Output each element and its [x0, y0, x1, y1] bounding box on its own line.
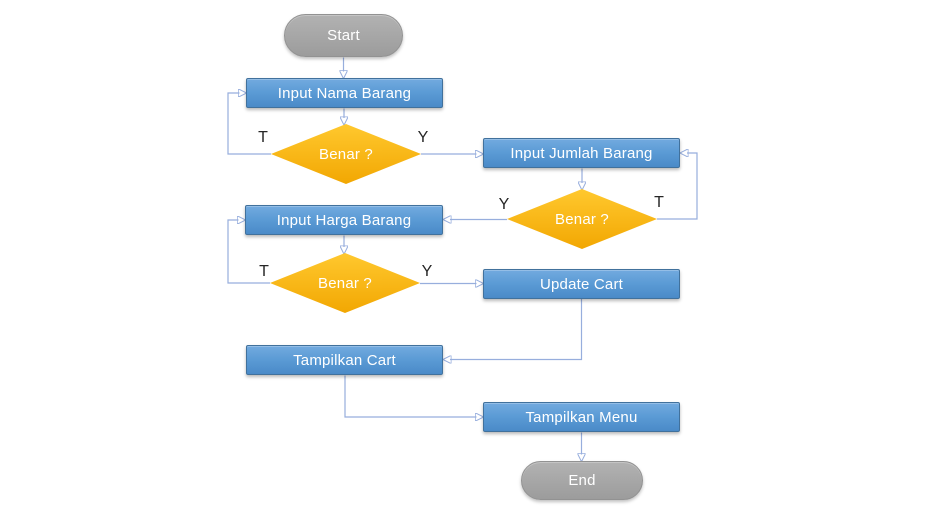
node-benar-1-label: Benar ?: [319, 145, 373, 163]
node-input-harga-barang-label: Input Harga Barang: [276, 211, 412, 229]
node-benar-3: Benar ?: [270, 253, 420, 313]
node-end-label: End: [568, 472, 596, 489]
node-benar-2: Benar ?: [507, 189, 657, 249]
node-benar-1: Benar ?: [271, 124, 421, 184]
node-tampilkan-cart-label: Tampilkan Cart: [293, 351, 396, 369]
branch-label-benar2-t: T: [654, 194, 664, 211]
node-tampilkan-menu: Tampilkan Menu: [483, 402, 680, 432]
node-benar-2-label: Benar ?: [555, 210, 609, 228]
node-input-jumlah-barang-label: Input Jumlah Barang: [510, 144, 653, 162]
branch-label-benar1-y: Y: [417, 129, 429, 146]
branch-label-benar3-t: T: [259, 263, 269, 280]
node-input-harga-barang: Input Harga Barang: [245, 205, 443, 235]
edge-benar3-t-loop: [227, 220, 270, 284]
node-input-jumlah-barang: Input Jumlah Barang: [483, 138, 680, 168]
node-end: End: [521, 461, 643, 500]
node-update-cart: Update Cart: [483, 269, 680, 299]
node-start-label: Start: [327, 27, 360, 44]
edge-update-to-tampilkan-cart: [450, 299, 583, 360]
node-input-nama-barang-label: Input Nama Barang: [277, 84, 412, 102]
node-input-nama-barang: Input Nama Barang: [246, 78, 443, 108]
branch-label-benar1-t: T: [258, 129, 268, 146]
edge-benar1-t-loop: [227, 93, 271, 155]
branch-label-benar3-y: Y: [421, 263, 433, 280]
node-update-cart-label: Update Cart: [539, 275, 624, 293]
node-benar-3-label: Benar ?: [318, 274, 372, 292]
node-start: Start: [284, 14, 403, 57]
node-tampilkan-menu-label: Tampilkan Menu: [525, 408, 638, 426]
node-tampilkan-cart: Tampilkan Cart: [246, 345, 443, 375]
branch-label-benar2-y: Y: [498, 196, 510, 213]
edge-tampilkan-cart-to-menu: [344, 375, 477, 418]
edge-benar2-t-loop: [657, 153, 698, 220]
